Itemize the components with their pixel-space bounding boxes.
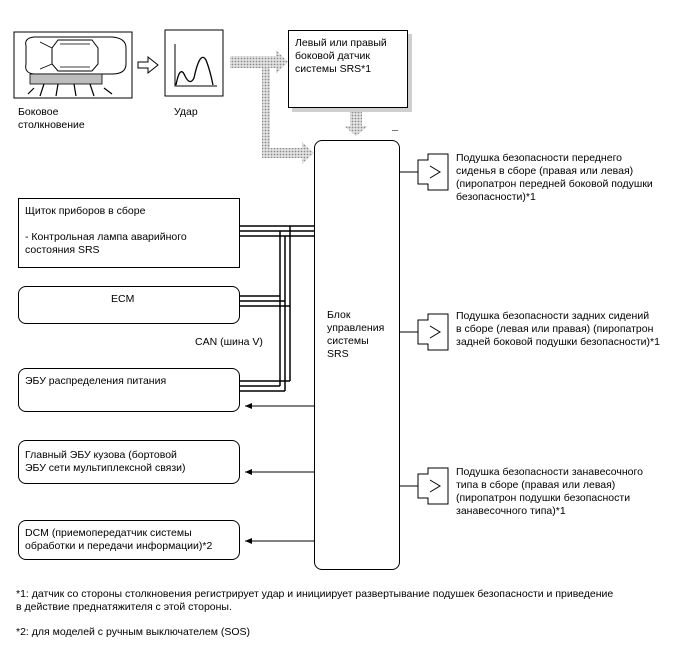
car-side-collision-icon	[13, 31, 133, 99]
srs-control-unit: Блок управления системы SRS	[314, 140, 400, 570]
footnote-2: *2: для моделей с ручным выключателем (S…	[16, 626, 251, 638]
srs-side-sensor-label: Левый или правый боковой датчик системы …	[295, 37, 387, 75]
divider	[392, 130, 398, 131]
main-body-ecu-label: Главный ЭБУ кузова (бортовой ЭБУ сети му…	[25, 449, 186, 474]
squib-connector-icon	[400, 313, 449, 351]
ecm-box: ECM	[18, 286, 240, 324]
dcm-box: DCM (приемопередатчик системы обработки …	[18, 520, 240, 560]
impact-label: Удар	[174, 106, 198, 118]
power-distribution-ecu-box: ЭБУ распределения питания	[18, 368, 240, 412]
footnote-1: *1: датчик со стороны столкновения регис…	[16, 588, 614, 613]
rear-seat-airbag-label: Подушка безопасности задних сидений в сб…	[456, 310, 660, 348]
combination-meter-box: Щиток приборов в сборе - Контрольная лам…	[18, 198, 240, 268]
srs-control-unit-label: Блок управления системы SRS	[327, 309, 385, 360]
can-bus-lines	[240, 225, 314, 392]
can-bus-label: CAN (шина V)	[195, 336, 263, 348]
impact-waveform-icon	[164, 29, 224, 97]
collision-label: Боковое столкновение	[18, 106, 85, 131]
srs-side-sensor-box: Левый или правый боковой датчик системы …	[288, 30, 408, 108]
front-seat-airbag-label: Подушка безопасности переднего сиденья в…	[456, 152, 653, 203]
squib-connector-icon	[400, 467, 449, 505]
squib-connector-icon	[400, 153, 449, 191]
ecm-label: ECM	[111, 293, 135, 305]
combination-meter-label: Щиток приборов в сборе - Контрольная лам…	[25, 205, 187, 256]
main-body-ecu-box: Главный ЭБУ кузова (бортовой ЭБУ сети му…	[18, 440, 240, 484]
curtain-airbag-label: Подушка безопасности занавесочного типа …	[456, 466, 643, 517]
power-distribution-ecu-label: ЭБУ распределения питания	[25, 375, 167, 387]
dcm-label: DCM (приемопередатчик системы обработки …	[25, 527, 213, 552]
